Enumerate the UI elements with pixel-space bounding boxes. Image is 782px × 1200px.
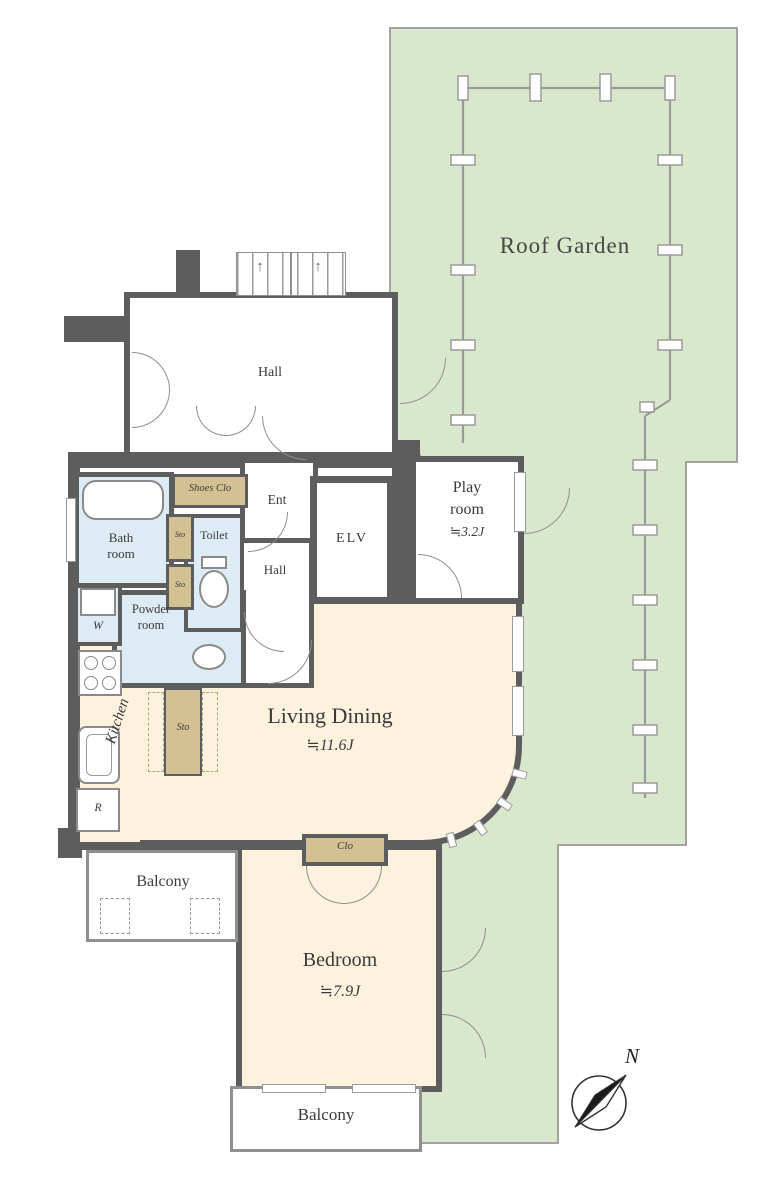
window-ld-right-1 [512, 616, 524, 672]
room-sto-b [166, 564, 194, 610]
label-powder-line2: room [137, 618, 165, 632]
label-shoes-clo: Shoes Clo [188, 483, 232, 494]
window-bath-left [66, 498, 76, 562]
kitchen-sink-basin [86, 734, 112, 776]
room-sto-a [166, 514, 194, 562]
balcony-dash-right [190, 898, 220, 934]
powder-sink [192, 644, 226, 670]
window-bed-bottom-2 [352, 1084, 416, 1093]
fence-posts [450, 73, 683, 794]
label-powder-line1: Powder [131, 602, 171, 616]
label-washer: W [93, 618, 103, 632]
label-hall-upper: Hall [257, 365, 283, 380]
label-roof-garden: Roof Garden [499, 233, 631, 258]
room-shoes-clo [172, 474, 248, 508]
stove [78, 650, 122, 696]
room-clo [302, 834, 388, 866]
label-bath-line2: room [107, 546, 135, 561]
compass-needle-black [574, 1074, 627, 1128]
label-play-size: ≒3.2J [449, 524, 485, 539]
room-sto-ld [164, 688, 202, 776]
label-clo: Clo [337, 840, 353, 852]
label-hall-inner: Hall [263, 562, 287, 577]
window-ld-right-2 [512, 686, 524, 736]
room-elv [310, 476, 394, 604]
room-balcony-left [86, 850, 238, 942]
stove-burner-4 [102, 676, 116, 690]
label-ent: Ent [267, 492, 287, 507]
label-play-line2: room [450, 501, 484, 518]
label-balcony-left: Balcony [136, 873, 190, 890]
label-bath-line1: Bath [108, 530, 134, 545]
label-balcony-bottom: Balcony [297, 1105, 355, 1124]
label-sto-b: Sto [174, 580, 186, 589]
label-living-dining-size: ≒11.6J [306, 737, 354, 754]
label-living-dining: Living Dining [267, 703, 393, 728]
washing-machine [80, 588, 116, 616]
label-toilet: Toilet [200, 528, 228, 542]
stove-burner-2 [102, 656, 116, 670]
sto-ld-shelf-right [202, 692, 218, 772]
label-bedroom: Bedroom [302, 949, 378, 971]
stove-burner-1 [84, 656, 98, 670]
compass-n-label: N [624, 1044, 640, 1068]
bathtub [82, 480, 164, 520]
label-bedroom-size: ≒7.9J [319, 983, 361, 1000]
room-balcony-bottom [230, 1086, 422, 1152]
stairs-divider [290, 252, 292, 296]
kitchen-sink [78, 726, 120, 784]
label-sto-a: Sto [174, 530, 186, 539]
toilet-bowl [199, 570, 229, 608]
refrigerator [76, 788, 120, 832]
room-hall-upper [124, 292, 398, 458]
sto-ld-shelf-left [148, 692, 164, 772]
stairs-arrow-right: ↑ [314, 259, 322, 275]
toilet-tank [201, 556, 227, 569]
label-play-line1: Play [452, 479, 482, 496]
stairs-arrow-left: ↑ [256, 259, 264, 275]
window-bed-bottom-1 [262, 1084, 326, 1093]
compass: N [571, 1044, 640, 1131]
label-fridge: R [94, 800, 102, 814]
label-elv: ELV [336, 531, 368, 546]
label-sto-ld: Sto [176, 722, 190, 733]
stove-burner-3 [84, 676, 98, 690]
balcony-dash-left [100, 898, 130, 934]
